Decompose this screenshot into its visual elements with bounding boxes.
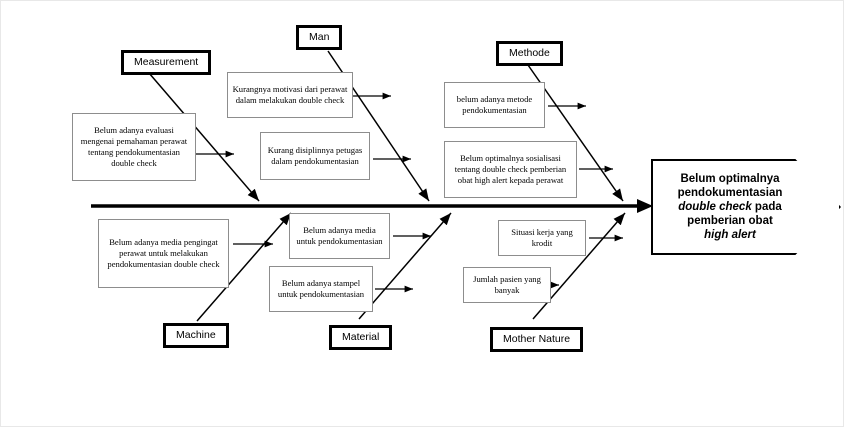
effect-line-1: Belum optimalnya (680, 172, 780, 185)
effect-line-3-italic: double check (678, 200, 752, 213)
cause-text: belum adanya metode pendokumentasian (456, 94, 533, 115)
category-label-man-text: Man (309, 31, 330, 43)
cause-text: Kurang disiplinnya petugas dalam pendoku… (267, 145, 363, 166)
category-label-material[interactable]: Material (331, 327, 391, 348)
cause-box-material-2[interactable]: Belum adanya stampel untuk pendokumentas… (269, 266, 373, 312)
rib-material (358, 212, 452, 320)
category-label-man[interactable]: Man (298, 27, 341, 48)
spine-arrow (91, 199, 653, 213)
category-label-material-text: Material (342, 331, 380, 343)
cause-box-man-2[interactable]: Kurang disiplinnya petugas dalam pendoku… (260, 132, 370, 180)
category-label-mother-nature[interactable]: Mother Nature (492, 329, 582, 350)
cause-text: Situasi kerja yang krodit (511, 227, 573, 248)
category-label-methode[interactable]: Methode (498, 43, 561, 64)
category-label-measurement-text: Measurement (134, 56, 199, 68)
cause-box-methode-1[interactable]: belum adanya metode pendokumentasian (444, 82, 545, 128)
category-label-machine[interactable]: Machine (165, 325, 227, 346)
effect-box-text: Belum optimalnya pendokumentasian double… (655, 159, 805, 255)
cause-text: Belum adanya media pengingat perawat unt… (107, 237, 220, 269)
cause-box-methode-2[interactable]: Belum optimalnya sosialisasi tentang dou… (444, 141, 577, 198)
effect-line-2: pendokumentasian (677, 186, 783, 199)
cause-text: Belum adanya media untuk pendokumentasia… (296, 225, 383, 246)
rib-measurement (148, 72, 260, 202)
effect-line-4: pemberian obat (687, 215, 773, 227)
cause-box-measurement-1[interactable]: Belum adanya evaluasi mengenai pemahaman… (72, 113, 196, 181)
effect-line-5-italic: high alert (704, 229, 756, 242)
cause-box-mother-nature-2[interactable]: Jumlah pasien yang banyak (463, 267, 551, 303)
category-label-mother-nature-text: Mother Nature (503, 333, 571, 345)
cause-box-material-1[interactable]: Belum adanya media untuk pendokumentasia… (289, 213, 390, 259)
cause-text: Belum adanya evaluasi mengenai pemahaman… (80, 125, 188, 168)
cause-box-mother-nature-1[interactable]: Situasi kerja yang krodit (498, 220, 586, 256)
rib-machine (196, 212, 292, 322)
effect-line-3-rest: pada (751, 200, 782, 213)
category-label-machine-text: Machine (176, 329, 216, 341)
effect-box-shape (651, 159, 841, 255)
category-label-methode-text: Methode (509, 47, 550, 59)
cause-box-machine-1[interactable]: Belum adanya media pengingat perawat unt… (98, 219, 229, 288)
cause-text: Jumlah pasien yang banyak (473, 274, 541, 295)
cause-box-man-1[interactable]: Kurangnya motivasi dari perawat dalam me… (227, 72, 353, 118)
cause-text: Belum adanya stampel untuk pendokumentas… (277, 278, 365, 299)
category-label-measurement[interactable]: Measurement (123, 52, 210, 73)
effect-box[interactable]: Belum optimalnya pendokumentasian double… (651, 159, 841, 255)
cause-text: Kurangnya motivasi dari perawat dalam me… (232, 84, 348, 105)
cause-text: Belum optimalnya sosialisasi tentang dou… (454, 153, 567, 185)
